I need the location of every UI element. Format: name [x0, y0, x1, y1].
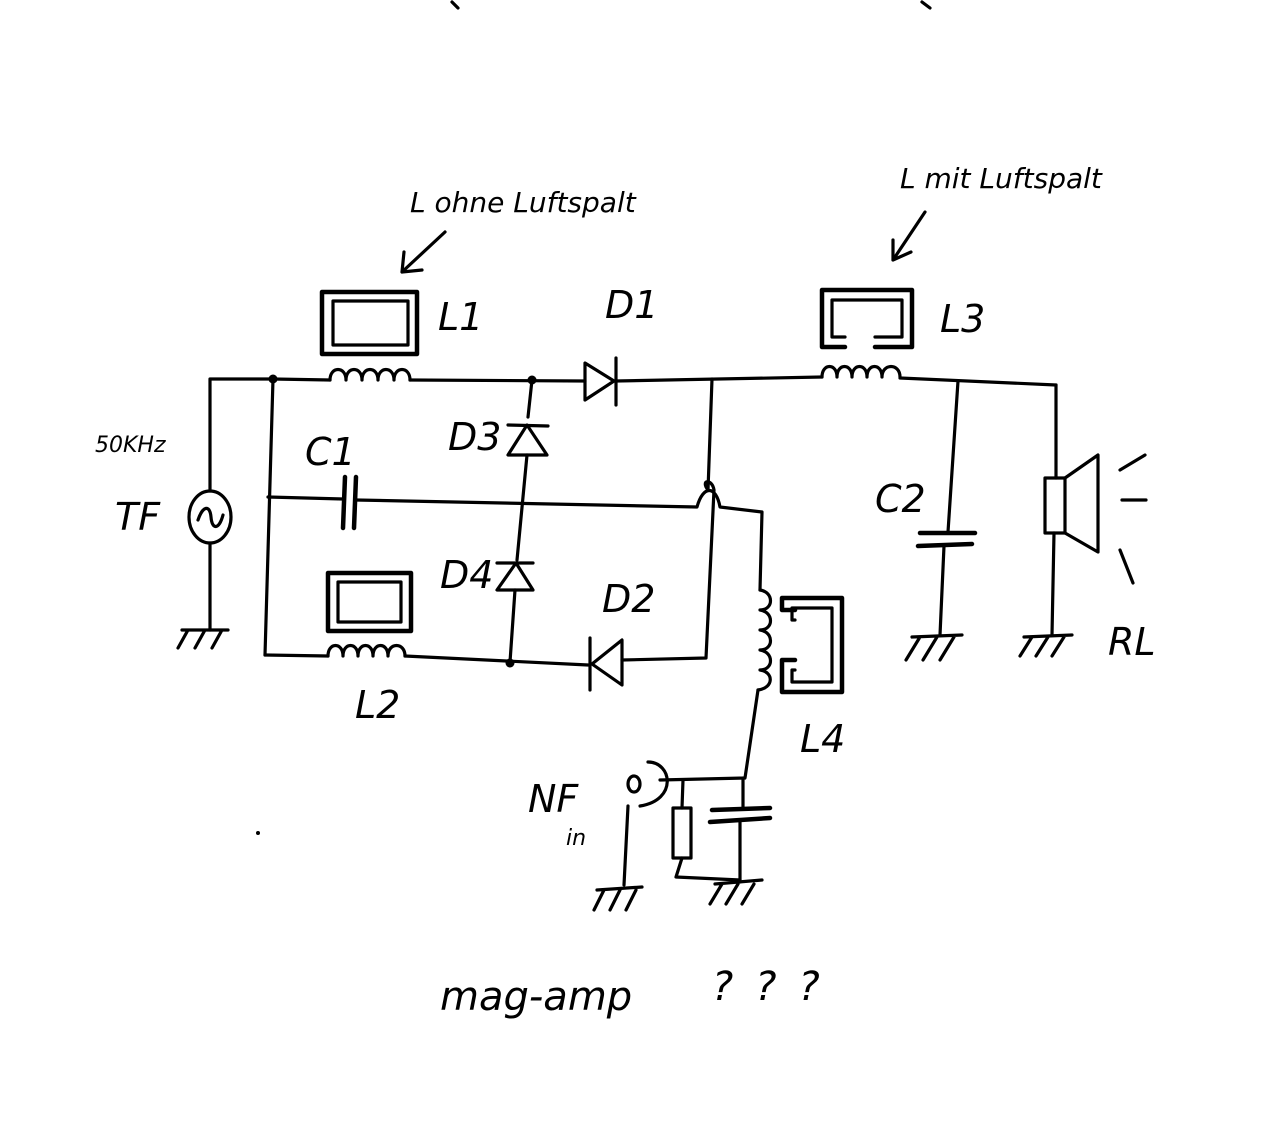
- scan-marks: [450, 0, 932, 10]
- audio-jack-icon: [626, 760, 669, 808]
- scan-speck: [256, 831, 260, 835]
- diode-D1: [583, 356, 618, 407]
- inductor-L2-coil: [326, 643, 407, 658]
- ground-symbol-C2: [904, 633, 964, 662]
- inductor-L2-core: [325, 570, 414, 634]
- diode-D2: [588, 636, 624, 692]
- label-L3: L3: [940, 297, 985, 341]
- label-NF: NF: [528, 777, 579, 821]
- arrow-to-L1: [400, 230, 447, 274]
- wire-C2-ground: [938, 544, 946, 637]
- wire-jack-ground: [622, 804, 630, 887]
- resistor: [671, 806, 693, 860]
- arrow-to-L3: [891, 210, 927, 262]
- label-D4: D4: [440, 553, 493, 597]
- capacitor-C1: [340, 474, 359, 531]
- wire-left-bus: [263, 377, 275, 657]
- wire-C1-left: [266, 495, 345, 501]
- wire-speaker-ground: [1050, 531, 1056, 637]
- wire-L1-to-D1: [408, 378, 587, 383]
- label-D2: D2: [602, 577, 655, 621]
- wire-L2-in: [263, 653, 330, 658]
- inductor-L3-coil: [820, 364, 902, 379]
- sound-waves-icon: [1118, 453, 1148, 585]
- diode-D4: [495, 561, 535, 592]
- wire-L4-to-input: [658, 688, 760, 782]
- wire-D3-to-D4: [515, 453, 529, 562]
- note-mag-amp: mag-amp: [440, 974, 632, 1020]
- label-TF: TF: [115, 495, 161, 539]
- note-core-no-gap: L ohne Luftspalt: [410, 186, 637, 219]
- label-L2: L2: [355, 683, 400, 727]
- inductor-L3-core: [819, 287, 915, 350]
- question-marks: ???: [712, 964, 842, 1010]
- diode-D3: [506, 423, 550, 457]
- ground-symbol-capacitor: [708, 878, 764, 906]
- wire-source-top: [208, 377, 275, 493]
- wire-D1-to-L3: [614, 375, 824, 383]
- label-D3: D3: [448, 415, 501, 459]
- wire-L1-in: [271, 377, 332, 382]
- wire-resistor-top: [680, 778, 685, 810]
- ground-symbol-speaker: [1018, 633, 1074, 658]
- wire-D4-down: [508, 588, 517, 664]
- capacitor-C2: [915, 530, 978, 549]
- inductor-L1-coil: [328, 367, 412, 382]
- inductor-L1-core: [319, 289, 420, 357]
- wire-right-bus-bottom: [620, 480, 716, 662]
- wire-right-bus-top: [706, 377, 714, 492]
- label-in: in: [566, 826, 586, 851]
- wire-C2-top: [946, 379, 960, 534]
- ground-symbol-input: [592, 885, 644, 912]
- wire-to-D3: [526, 378, 534, 419]
- label-L4: L4: [800, 717, 845, 761]
- note-core-with-gap: L mit Luftspalt: [900, 162, 1103, 195]
- label-RL: RL: [1108, 620, 1156, 664]
- label-C2: C2: [875, 477, 926, 521]
- wire-L2-to-D2: [403, 654, 590, 667]
- wire-L3-out: [898, 376, 1058, 387]
- wire-resistor-bottom: [674, 856, 742, 882]
- inductor-L4-coil: [756, 588, 773, 692]
- label-C1: C1: [305, 430, 356, 474]
- frequency-label: 50KHz: [95, 433, 166, 458]
- inductor-L4-core: [779, 595, 845, 695]
- wire-C1-right: [354, 488, 764, 592]
- label-L1: L1: [438, 295, 483, 339]
- ac-source-symbol: [187, 489, 233, 545]
- ground-symbol-source: [176, 628, 230, 650]
- label-D1: D1: [605, 283, 658, 327]
